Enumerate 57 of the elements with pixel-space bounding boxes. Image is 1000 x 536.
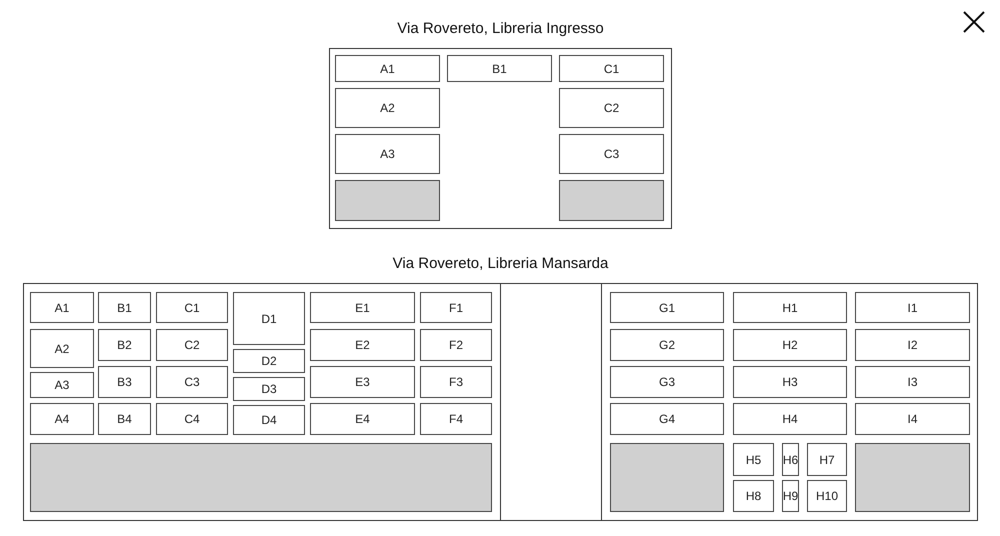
shelf-box: F4 [420, 403, 492, 435]
shelf-box: H9 [782, 480, 799, 512]
shelf-box: A2 [30, 329, 94, 368]
shelf-box: A2 [335, 88, 440, 128]
empty-shelf [30, 443, 492, 512]
shelf-box: I2 [855, 329, 970, 361]
shelf-box: D2 [233, 349, 305, 373]
shelf-box: B3 [98, 366, 151, 398]
shelf-box: A3 [30, 372, 94, 398]
shelf-box: H10 [807, 480, 847, 512]
shelf-box: D1 [233, 292, 305, 345]
shelf-box: A1 [335, 55, 440, 82]
shelf-box: B4 [98, 403, 151, 435]
shelf-box: I4 [855, 403, 970, 435]
aisle-area [500, 283, 602, 521]
shelf-box: I3 [855, 366, 970, 398]
shelf-box: H2 [733, 329, 847, 361]
shelf-box: B2 [98, 329, 151, 361]
empty-shelf [559, 180, 664, 221]
shelf-box: C1 [559, 55, 664, 82]
shelf-box: H6 [782, 443, 799, 476]
shelf-box: D4 [233, 405, 305, 435]
shelf-box: H3 [733, 366, 847, 398]
shelf-box: E3 [310, 366, 415, 398]
shelf-box: G2 [610, 329, 724, 361]
shelf-box: E1 [310, 292, 415, 323]
shelf-box: A1 [30, 292, 94, 323]
shelf-box: G3 [610, 366, 724, 398]
room-heading: Via Rovereto, Libreria Mansarda [392, 255, 608, 272]
shelf-box: G4 [610, 403, 724, 435]
shelf-box: I1 [855, 292, 970, 323]
shelf-box: C4 [156, 403, 228, 435]
shelf-box: H5 [733, 443, 774, 476]
empty-shelf [855, 443, 970, 512]
shelf-box: D3 [233, 377, 305, 401]
shelf-box: F2 [420, 329, 492, 361]
shelf-box: C2 [156, 329, 228, 361]
shelf-box: B1 [98, 292, 151, 323]
shelf-box: H7 [807, 443, 847, 476]
shelf-box: E2 [310, 329, 415, 361]
shelf-box: H8 [733, 480, 774, 512]
empty-shelf [335, 180, 440, 221]
shelf-box: H1 [733, 292, 847, 323]
shelf-box: F3 [420, 366, 492, 398]
shelf-box: F1 [420, 292, 492, 323]
shelf-box: A4 [30, 403, 94, 435]
shelf-box: C3 [559, 134, 664, 174]
shelf-box: A3 [335, 134, 440, 174]
empty-shelf [610, 443, 724, 512]
shelf-box: E4 [310, 403, 415, 435]
shelf-box: B1 [447, 55, 552, 82]
shelf-box: C1 [156, 292, 228, 323]
shelf-box: C3 [156, 366, 228, 398]
shelf-box: H4 [733, 403, 847, 435]
shelf-box: G1 [610, 292, 724, 323]
room-heading: Via Rovereto, Libreria Ingresso [397, 20, 604, 37]
shelf-box: C2 [559, 88, 664, 128]
